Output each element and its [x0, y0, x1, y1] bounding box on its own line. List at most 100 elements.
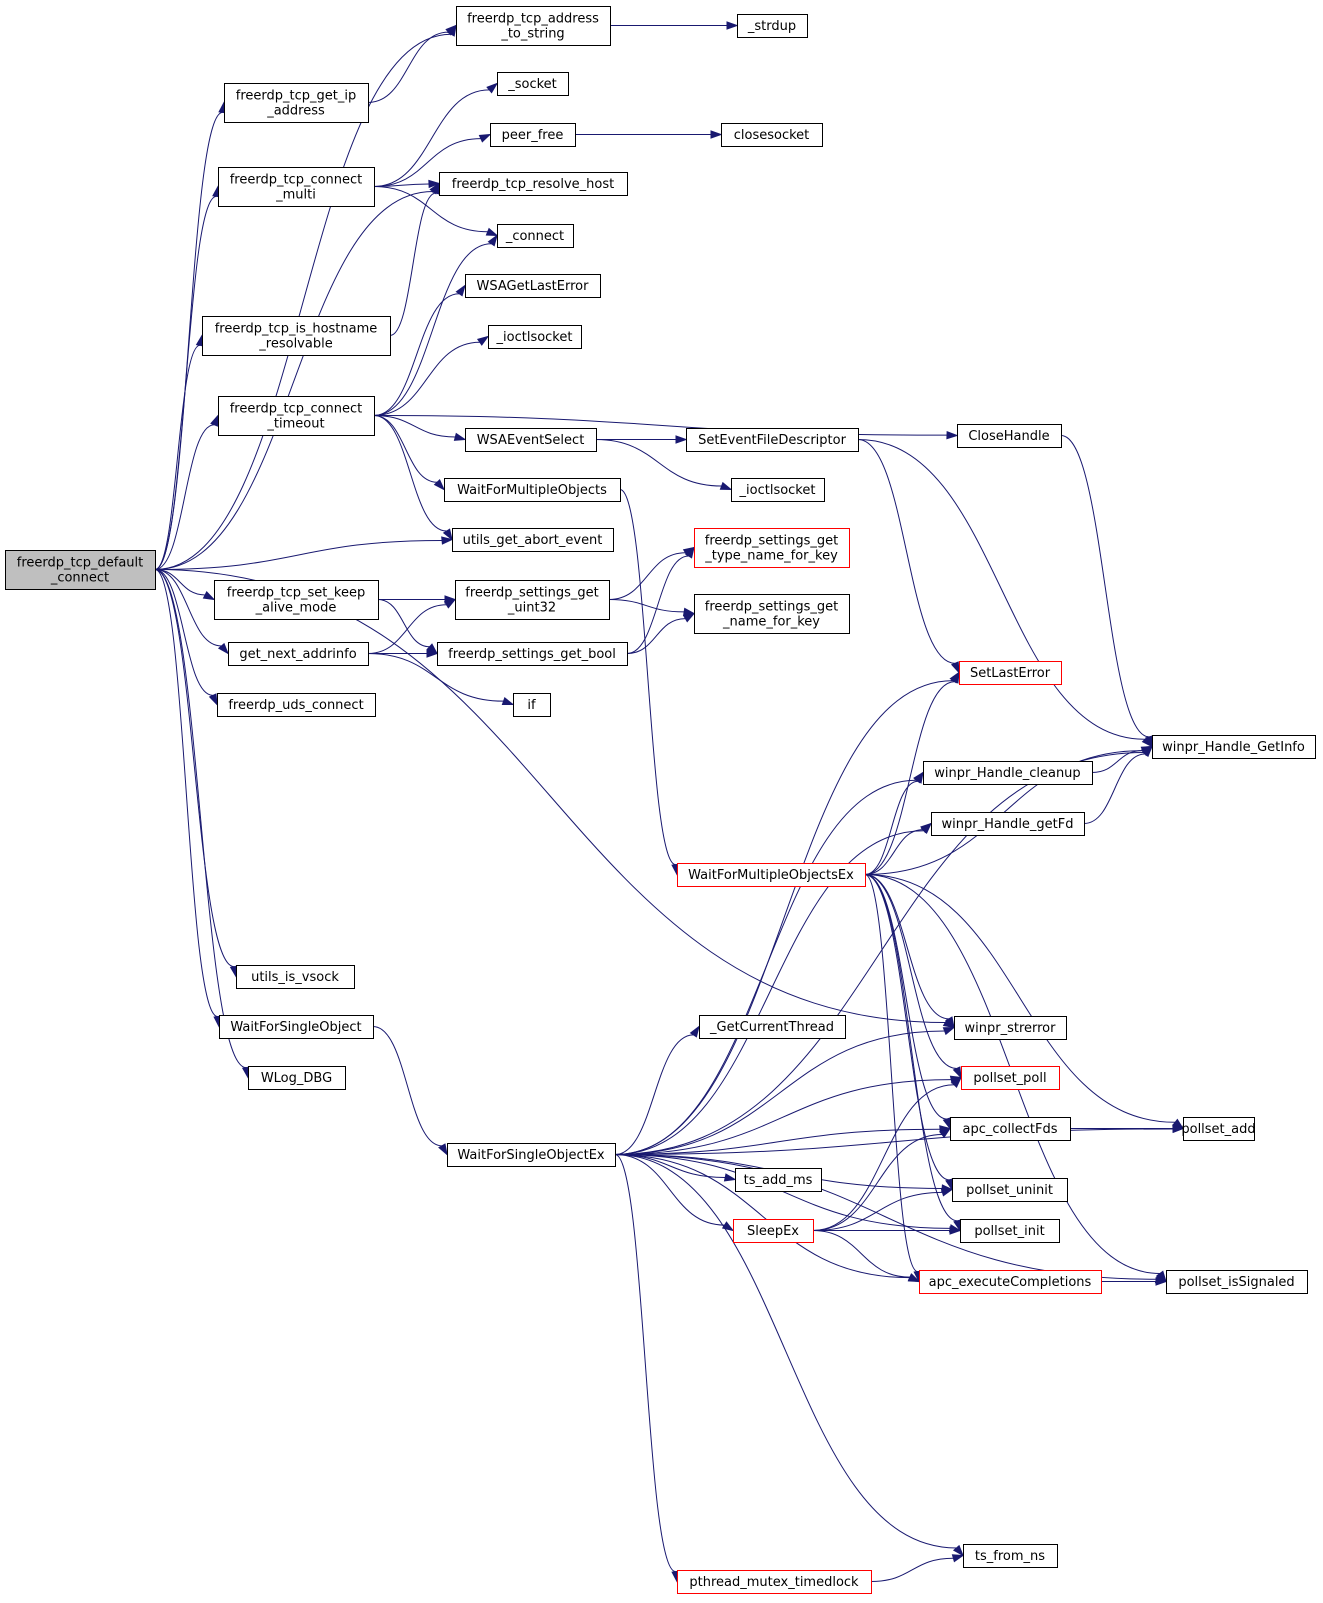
- edge-root-to-is_hostname: [154, 334, 205, 570]
- node-resolve-host[interactable]: freerdp_tcp_resolve_host: [439, 172, 628, 196]
- edge-pthread_timedlock-to-ts_from_ns: [870, 1554, 965, 1582]
- node-label: utils_is_vsock: [251, 970, 339, 985]
- node-label: CloseHandle: [968, 429, 1049, 444]
- node-setlasterror[interactable]: SetLastError: [959, 661, 1062, 685]
- node-label: freerdp_uds_connect: [228, 698, 363, 713]
- node-next-addrinfo[interactable]: get_next_addrinfo: [228, 642, 369, 666]
- edge-get_uint32-to-type_name: [608, 546, 696, 600]
- node-peer-free[interactable]: peer_free: [490, 123, 576, 147]
- node-seteventfd[interactable]: SetEventFileDescriptor: [686, 428, 859, 452]
- node-label: get_next_addrinfo: [239, 647, 356, 662]
- node-label: _type_name_for_key: [704, 549, 838, 564]
- edge-apc_exec-to-pollset_issignaled: [1101, 1277, 1168, 1286]
- node-label: WaitForSingleObject: [230, 1020, 361, 1035]
- node-label: pthread_mutex_timedlock: [689, 1575, 859, 1590]
- node-wlog-dbg[interactable]: WLog_DBG: [248, 1066, 346, 1090]
- node-ts-from-ns[interactable]: ts_from_ns: [963, 1544, 1058, 1568]
- node-label: winpr_Handle_getFd: [942, 817, 1074, 832]
- node-wsaeventselect[interactable]: WSAEventSelect: [465, 428, 597, 452]
- node-socket[interactable]: _socket: [497, 72, 569, 96]
- edge-sleepex-to-pollset_uninit: [812, 1188, 954, 1231]
- edge-is_hostname-to-resolve_host: [389, 182, 440, 336]
- node-is-vsock[interactable]: utils_is_vsock: [236, 965, 355, 989]
- node-label: ts_from_ns: [975, 1549, 1045, 1564]
- edge-get_bool-to-name_for_key: [626, 612, 696, 654]
- node-label: _resolvable: [258, 337, 332, 352]
- node-getcurrentthread[interactable]: _GetCurrentThread: [699, 1015, 846, 1039]
- node-sleepex[interactable]: SleepEx: [733, 1219, 814, 1243]
- node-is-hostname[interactable]: freerdp_tcp_is_hostname_resolvable: [202, 316, 391, 356]
- node-connect[interactable]: _connect: [497, 224, 574, 248]
- node-closesocket[interactable]: closesocket: [721, 123, 823, 147]
- edge-get_ip-to-addr_to_string: [367, 24, 458, 103]
- edge-sleepex-to-apc_exec: [812, 1230, 921, 1283]
- node-getfd[interactable]: winpr_Handle_getFd: [931, 812, 1085, 836]
- edge-wfmoex-to-strerror: [864, 874, 955, 1029]
- node-getinfo[interactable]: winpr_Handle_GetInfo: [1152, 735, 1316, 759]
- node-closehandle[interactable]: CloseHandle: [957, 424, 1062, 448]
- node-wsagetlasterror[interactable]: WSAGetLastError: [465, 274, 601, 298]
- node-label: pollset_init: [974, 1224, 1044, 1239]
- edge-seteventfd-to-getinfo: [857, 439, 1154, 748]
- node-get-bool[interactable]: freerdp_settings_get_bool: [437, 642, 628, 666]
- node-abort-event[interactable]: utils_get_abort_event: [452, 528, 614, 552]
- node-set-keep[interactable]: freerdp_tcp_set_keep_alive_mode: [214, 580, 379, 620]
- node-cleanup[interactable]: winpr_Handle_cleanup: [923, 761, 1093, 785]
- node-apc-exec[interactable]: apc_executeCompletions: [919, 1270, 1102, 1294]
- node-ioctlsocket1[interactable]: _ioctlsocket: [488, 325, 582, 349]
- node-label: _timeout: [266, 417, 324, 432]
- node-label: freerdp_settings_get: [465, 586, 598, 601]
- node-label: freerdp_tcp_resolve_host: [452, 177, 614, 192]
- node-get-ip[interactable]: freerdp_tcp_get_ip_address: [224, 83, 369, 123]
- edge-connect_multi-to-resolve_host: [373, 179, 441, 189]
- node-get-uint32[interactable]: freerdp_settings_get_uint32: [455, 580, 610, 620]
- node-name-for-key[interactable]: freerdp_settings_get_name_for_key: [694, 594, 850, 634]
- node-label: SleepEx: [747, 1224, 799, 1239]
- node-uds-connect[interactable]: freerdp_uds_connect: [217, 693, 376, 717]
- node-ioctlsocket2[interactable]: _ioctlsocket: [731, 478, 825, 502]
- node-label: freerdp_settings_get_bool: [448, 647, 616, 662]
- node-label: _alive_mode: [255, 601, 337, 616]
- edge-wfmoex-to-pollset_poll: [864, 874, 962, 1079]
- edge-connect_multi-to-connect: [373, 186, 499, 237]
- node-apc-collectfds[interactable]: apc_collectFds: [950, 1117, 1071, 1141]
- node-strerror[interactable]: winpr_strerror: [954, 1016, 1067, 1040]
- node-ts-add-ms[interactable]: ts_add_ms: [735, 1168, 822, 1192]
- node-label: freerdp_tcp_set_keep: [227, 586, 365, 601]
- node-type-name[interactable]: freerdp_settings_get_type_name_for_key: [694, 528, 850, 568]
- node-root[interactable]: freerdp_tcp_default_connect: [5, 550, 156, 590]
- edge-set_keep-to-get_uint32: [377, 595, 457, 604]
- node-connect-timeout[interactable]: freerdp_tcp_connect_timeout: [218, 396, 375, 436]
- edge-apc_collectfds-to-pollset_add: [1069, 1124, 1185, 1133]
- node-pollset-init[interactable]: pollset_init: [960, 1219, 1060, 1243]
- node-pollset-add[interactable]: pollset_add: [1181, 1117, 1256, 1141]
- node-label: apc_collectFds: [963, 1122, 1058, 1137]
- node-pollset-issignaled[interactable]: pollset_isSignaled: [1166, 1270, 1308, 1294]
- edge-wfsoex-to-getcurrentthread: [614, 1025, 700, 1155]
- node-addr-to-string[interactable]: freerdp_tcp_address_to_string: [456, 6, 611, 46]
- node-label: WLog_DBG: [261, 1071, 332, 1086]
- node-label: SetEventFileDescriptor: [698, 433, 847, 448]
- node-wfso[interactable]: WaitForSingleObject: [219, 1015, 374, 1039]
- edge-connect_timeout-to-wsagetlasterror: [373, 284, 466, 416]
- node-connect-multi[interactable]: freerdp_tcp_connect_multi: [218, 167, 375, 207]
- node-pthread-timedlock[interactable]: pthread_mutex_timedlock: [677, 1570, 872, 1594]
- node-label: winpr_strerror: [965, 1021, 1057, 1036]
- node-wfsoex[interactable]: WaitForSingleObjectEx: [447, 1143, 616, 1167]
- node-strdup[interactable]: _strdup: [737, 14, 808, 38]
- edge-next_addrinfo-to-get_uint32: [367, 598, 457, 654]
- edge-wfsoex-to-cleanup: [614, 771, 924, 1155]
- node-wfmo[interactable]: WaitForMultipleObjects: [444, 478, 621, 502]
- node-pollset-poll[interactable]: pollset_poll: [961, 1066, 1060, 1090]
- edge-connect_timeout-to-abort_event: [373, 415, 453, 541]
- node-pollset-uninit[interactable]: pollset_uninit: [952, 1178, 1068, 1202]
- edge-wfsoex-to-ts_from_ns: [614, 1154, 964, 1557]
- node-if[interactable]: if: [513, 693, 551, 717]
- edge-wfmo-to-wfmoex: [619, 489, 680, 876]
- node-label: WSAGetLastError: [477, 279, 590, 294]
- edge-closehandle-to-getinfo: [1060, 435, 1154, 748]
- edge-wfsoex-to-strerror: [614, 1026, 956, 1155]
- node-label: _address: [266, 104, 325, 119]
- node-label: winpr_Handle_cleanup: [934, 766, 1080, 781]
- node-wfmoex[interactable]: WaitForMultipleObjectsEx: [677, 863, 866, 887]
